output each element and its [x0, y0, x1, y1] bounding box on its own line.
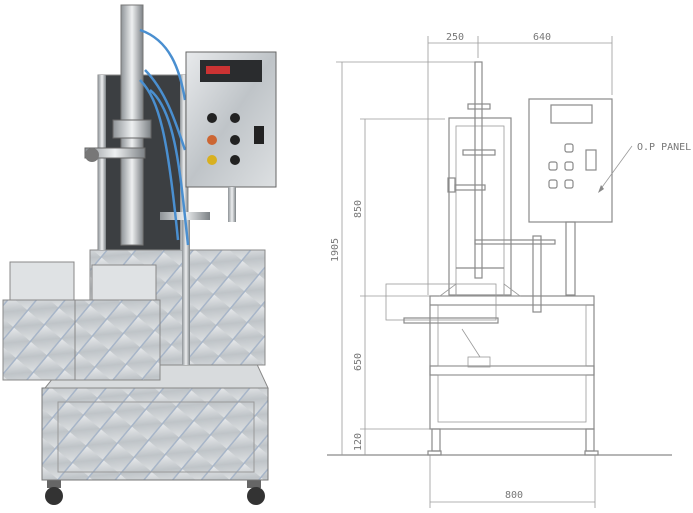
base-cabinet [41, 387, 269, 481]
trays [2, 261, 161, 381]
dimension-label-250: 250 [446, 32, 464, 43]
drawing-column [438, 61, 556, 313]
dimension-label-1905: 1905 [330, 238, 341, 262]
dimension-label-120: 120 [353, 433, 364, 451]
drawing-tray [385, 283, 499, 368]
dimension-label-650: 650 [353, 353, 364, 371]
dimension-label-640: 640 [533, 32, 551, 43]
dimension-label-850: 850 [353, 200, 364, 218]
control-buttons [207, 113, 264, 165]
technical-drawing: 250 640 1905 850 650 120 800 [327, 32, 691, 508]
dimension-label-800: 800 [505, 490, 523, 501]
dimension-vertical: 1905 850 650 120 [330, 61, 480, 455]
dimension-bottom: 800 [429, 455, 596, 508]
dimension-top: 250 640 [427, 32, 613, 295]
pneumatic-tubes [139, 28, 190, 246]
drawing-op-panel: O.P PANEL [528, 98, 691, 296]
op-panel-callout: O.P PANEL [637, 142, 691, 153]
caster-wheels [45, 478, 265, 505]
machine-photo [2, 4, 277, 505]
drawing-base-frame [427, 295, 599, 456]
